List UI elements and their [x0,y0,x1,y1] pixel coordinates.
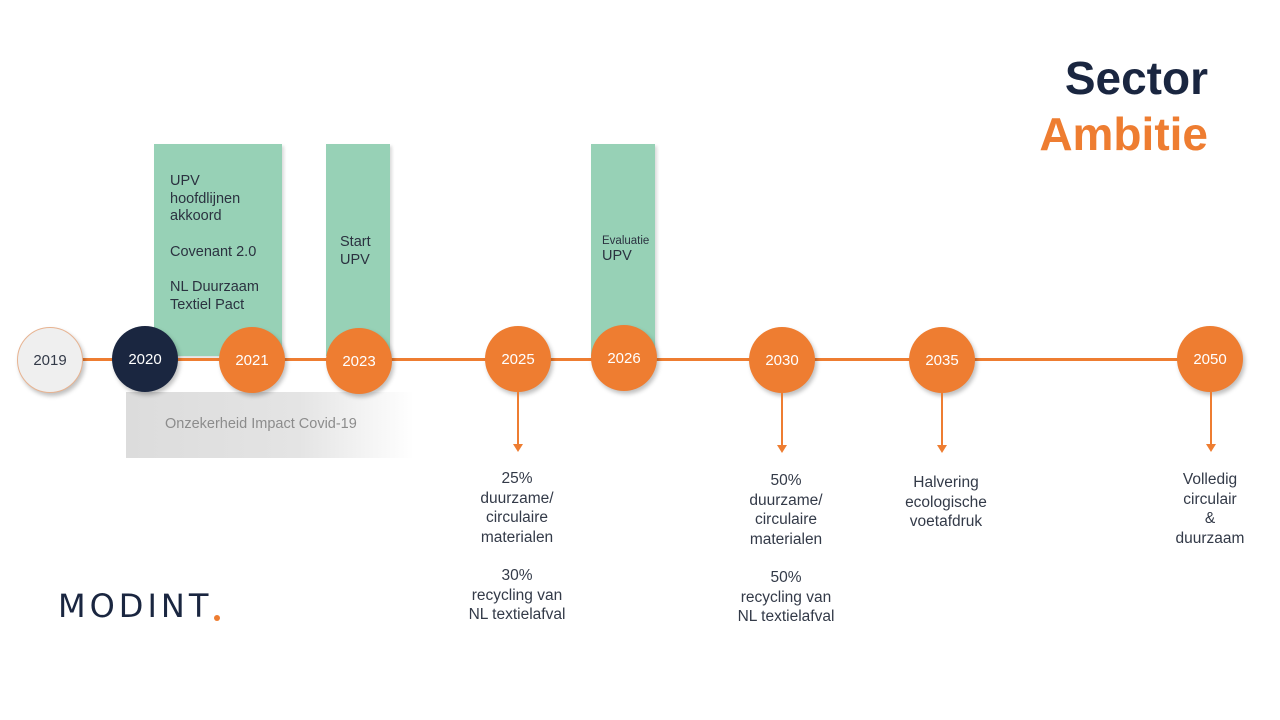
year-label: 2026 [607,349,641,367]
box-spacer [170,261,259,279]
modint-logo: MODINT [58,587,221,625]
goal-line: & [1204,510,1216,527]
year-label: 2023 [342,352,376,370]
box-upv-covenant-text: UPV hoofdlijnen akkoord Covenant 2.0 NL … [170,173,259,314]
year-node-2023: 2023 [326,328,392,394]
box-line-small: Evaluatie [602,235,650,247]
goal-line: duurzame/ [749,491,823,509]
box-evaluatie-upv-text: Evaluatie UPV [602,234,649,266]
box-upv-covenant [154,144,282,356]
arrow-head-icon [513,444,523,452]
box-spacer [170,226,259,244]
year-label: 2021 [235,351,269,369]
goal-spacer [437,547,597,566]
goal-2050: Volledig circulair & duurzaam [1160,470,1260,548]
year-node-2050: 2050 [1177,326,1243,392]
box-line: Covenant 2.0 [170,243,257,260]
year-label: 2030 [765,351,799,369]
goal-2025: 25% duurzame/ circulaire materialen 30% … [437,469,597,625]
year-label: 2025 [501,350,535,368]
goal-2035: Halvering ecologische voetafdruk [876,473,1016,532]
year-node-2019: 2019 [17,327,83,393]
goal-line: materialen [749,530,823,548]
year-node-2026: 2026 [591,325,657,391]
goal-line: recycling van [471,586,563,604]
covid-uncertainty-band [126,392,414,458]
year-label: 2020 [128,350,162,368]
goal-line: ecologische [905,493,987,511]
year-node-2020: 2020 [112,326,178,392]
goal-line: circulair [1183,490,1237,508]
goal-line: Volledig [1182,471,1238,488]
box-line: UPV [340,251,370,268]
goal-line: duurzame/ [480,489,554,507]
arrow-head-icon [937,445,947,453]
goal-line: 30% [501,567,533,584]
box-line: UPV [170,173,200,189]
logo-text: MODINT [58,587,213,625]
goal-spacer [706,549,866,568]
goal-line: NL textielafval [737,608,835,625]
box-evaluatie-upv [591,144,655,356]
year-label: 2019 [33,351,67,369]
box-line: hoofdlijnen [170,190,241,207]
goal-line: recycling van [740,588,832,606]
box-start-upv [326,144,390,356]
goal-line: voetafdruk [909,513,983,530]
box-line: UPV [602,248,632,264]
year-node-2025: 2025 [485,326,551,392]
year-node-2021: 2021 [219,327,285,393]
logo-dot-icon [214,615,221,621]
year-node-2030: 2030 [749,327,815,393]
arrow-head-icon [1206,444,1216,452]
year-label: 2050 [1193,350,1227,368]
arrow-2050 [1210,392,1212,446]
box-start-upv-text: Start UPV [340,234,371,269]
goal-line: 50% [770,569,802,586]
box-line: akkoord [170,208,222,224]
year-label: 2035 [925,351,959,369]
goal-line: duurzaam [1175,529,1245,547]
box-line: Start [340,234,371,250]
goal-line: circulaire [485,509,548,526]
goal-line: 50% [770,472,802,489]
arrow-2030 [781,393,783,447]
box-line: Textiel Pact [170,296,245,313]
goal-line: materialen [480,528,554,546]
title-line-ambitie: Ambitie [1039,108,1208,160]
arrow-2025 [517,392,519,446]
goal-line: 25% [501,470,533,487]
year-node-2035: 2035 [909,327,975,393]
arrow-head-icon [777,445,787,453]
box-line: NL Duurzaam [170,279,259,295]
title-line-sector: Sector [1064,52,1208,104]
goal-line: NL textielafval [468,606,566,623]
goal-line: circulaire [754,511,817,528]
arrow-2035 [941,393,943,447]
slide-title: Sector Ambitie [1039,50,1208,162]
goal-2030: 50% duurzame/ circulaire materialen 50% … [706,471,866,627]
goal-line: Halvering [913,474,979,491]
covid-uncertainty-label: Onzekerheid Impact Covid-19 [165,416,357,432]
